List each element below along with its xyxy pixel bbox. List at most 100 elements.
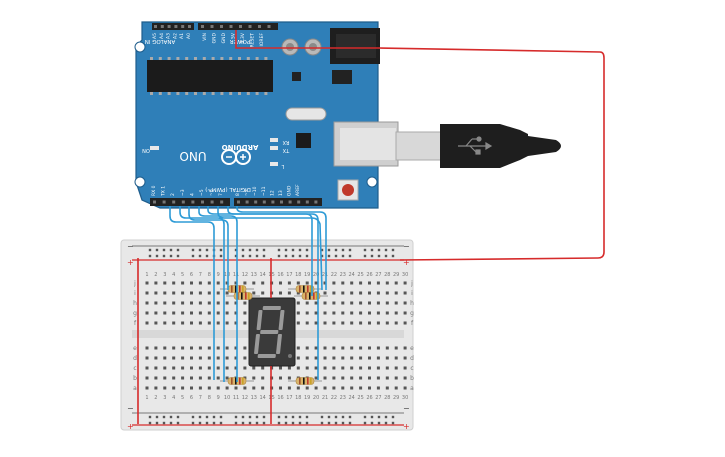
breadboard-hole[interactable] [332,376,336,380]
breadboard-hole[interactable] [172,301,176,305]
breadboard-hole[interactable] [359,311,363,315]
breadboard-hole[interactable] [314,301,318,305]
header-pin[interactable] [181,25,185,28]
signal-wire[interactable] [198,206,238,382]
breadboard-hole[interactable] [252,386,256,390]
breadboard-hole[interactable] [216,321,220,325]
breadboard-hole[interactable] [172,321,176,325]
breadboard-hole[interactable] [350,281,354,285]
breadboard-hole[interactable] [207,311,211,315]
breadboard-hole[interactable] [154,301,158,305]
rail-hole[interactable] [320,248,324,252]
header-pin[interactable] [172,200,176,204]
breadboard-hole[interactable] [350,386,354,390]
breadboard-hole[interactable] [279,386,282,390]
header-pin[interactable] [188,25,191,28]
rail-hole[interactable] [327,421,331,425]
breadboard-hole[interactable] [403,291,407,295]
breadboard-hole[interactable] [341,386,345,390]
rail-hole[interactable] [298,254,302,258]
rail-hole[interactable] [305,421,309,425]
rail-hole[interactable] [370,415,374,419]
header-pin[interactable] [181,200,185,204]
signal-wire[interactable] [217,206,323,291]
rail-hole[interactable] [348,421,352,425]
breadboard-hole[interactable] [234,321,238,325]
rail-hole[interactable] [341,254,345,258]
breadboard-hole[interactable] [368,376,371,380]
breadboard-hole[interactable] [207,386,211,390]
header-pin[interactable] [153,200,156,204]
header-pin[interactable] [237,200,240,204]
usb-cable[interactable] [395,124,561,168]
breadboard-hole[interactable] [296,301,300,305]
breadboard-hole[interactable] [243,301,247,305]
rail-hole[interactable] [320,421,324,425]
breadboard-hole[interactable] [359,366,363,370]
breadboard-hole[interactable] [332,301,336,305]
breadboard-hole[interactable] [394,291,398,295]
breadboard-hole[interactable] [341,321,345,325]
breadboard-hole[interactable] [145,366,149,370]
breadboard-hole[interactable] [279,376,282,380]
rail-hole[interactable] [384,421,388,425]
rail-hole[interactable] [384,254,388,258]
rail-hole[interactable] [341,415,345,419]
signal-wire[interactable] [227,206,313,296]
breadboard-hole[interactable] [376,376,380,380]
breadboard-hole[interactable] [385,376,389,380]
breadboard-hole[interactable] [296,311,300,315]
breadboard-hole[interactable] [287,281,291,285]
breadboard-hole[interactable] [403,281,407,285]
rail-hole[interactable] [169,421,173,425]
breadboard-hole[interactable] [216,376,220,380]
rail-hole[interactable] [348,415,352,419]
breadboard-hole[interactable] [154,346,158,350]
breadboard-hole[interactable] [385,366,389,370]
breadboard-hole[interactable] [368,346,371,350]
rail-hole[interactable] [334,421,338,425]
breadboard-hole[interactable] [172,366,176,370]
rail-hole[interactable] [262,248,266,252]
rail-hole[interactable] [162,248,166,252]
breadboard-hole[interactable] [359,356,363,360]
breadboard-hole[interactable] [403,366,407,370]
breadboard-hole[interactable] [154,291,158,295]
breadboard-hole[interactable] [403,346,407,350]
header-pin[interactable] [167,25,171,28]
header-pin[interactable] [280,200,283,204]
breadboard-hole[interactable] [154,386,158,390]
breadboard-hole[interactable] [350,301,354,305]
breadboard-hole[interactable] [385,291,389,295]
seven-segment-display[interactable]: 8 [0,0,296,367]
resistor[interactable] [294,292,328,300]
breadboard-hole[interactable] [394,281,398,285]
rail-hole[interactable] [255,415,259,419]
rail-hole[interactable] [148,254,152,258]
breadboard-hole[interactable] [385,311,389,315]
breadboard-hole[interactable] [305,386,309,390]
breadboard-hole[interactable] [234,356,238,360]
rail-hole[interactable] [384,248,388,252]
breadboard-hole[interactable] [198,376,202,380]
rail-hole[interactable] [391,421,395,425]
breadboard-hole[interactable] [323,376,327,380]
breadboard-hole[interactable] [323,386,327,390]
rail-hole[interactable] [305,248,309,252]
breadboard-hole[interactable] [190,356,193,360]
signal-wires[interactable] [169,206,327,382]
rail-hole[interactable] [198,421,202,425]
rail-hole[interactable] [155,254,159,258]
breadboard-hole[interactable] [172,346,176,350]
breadboard-hole[interactable] [341,301,345,305]
breadboard-hole[interactable] [296,346,300,350]
rail-hole[interactable] [291,415,295,419]
header-pin[interactable] [305,200,309,204]
breadboard-hole[interactable] [376,291,380,295]
header-pin[interactable] [174,25,178,28]
breadboard-hole[interactable] [368,321,371,325]
rail-hole[interactable] [212,421,216,425]
breadboard-hole[interactable] [154,356,158,360]
breadboard-hole[interactable] [216,291,220,295]
breadboard-hole[interactable] [145,311,149,315]
